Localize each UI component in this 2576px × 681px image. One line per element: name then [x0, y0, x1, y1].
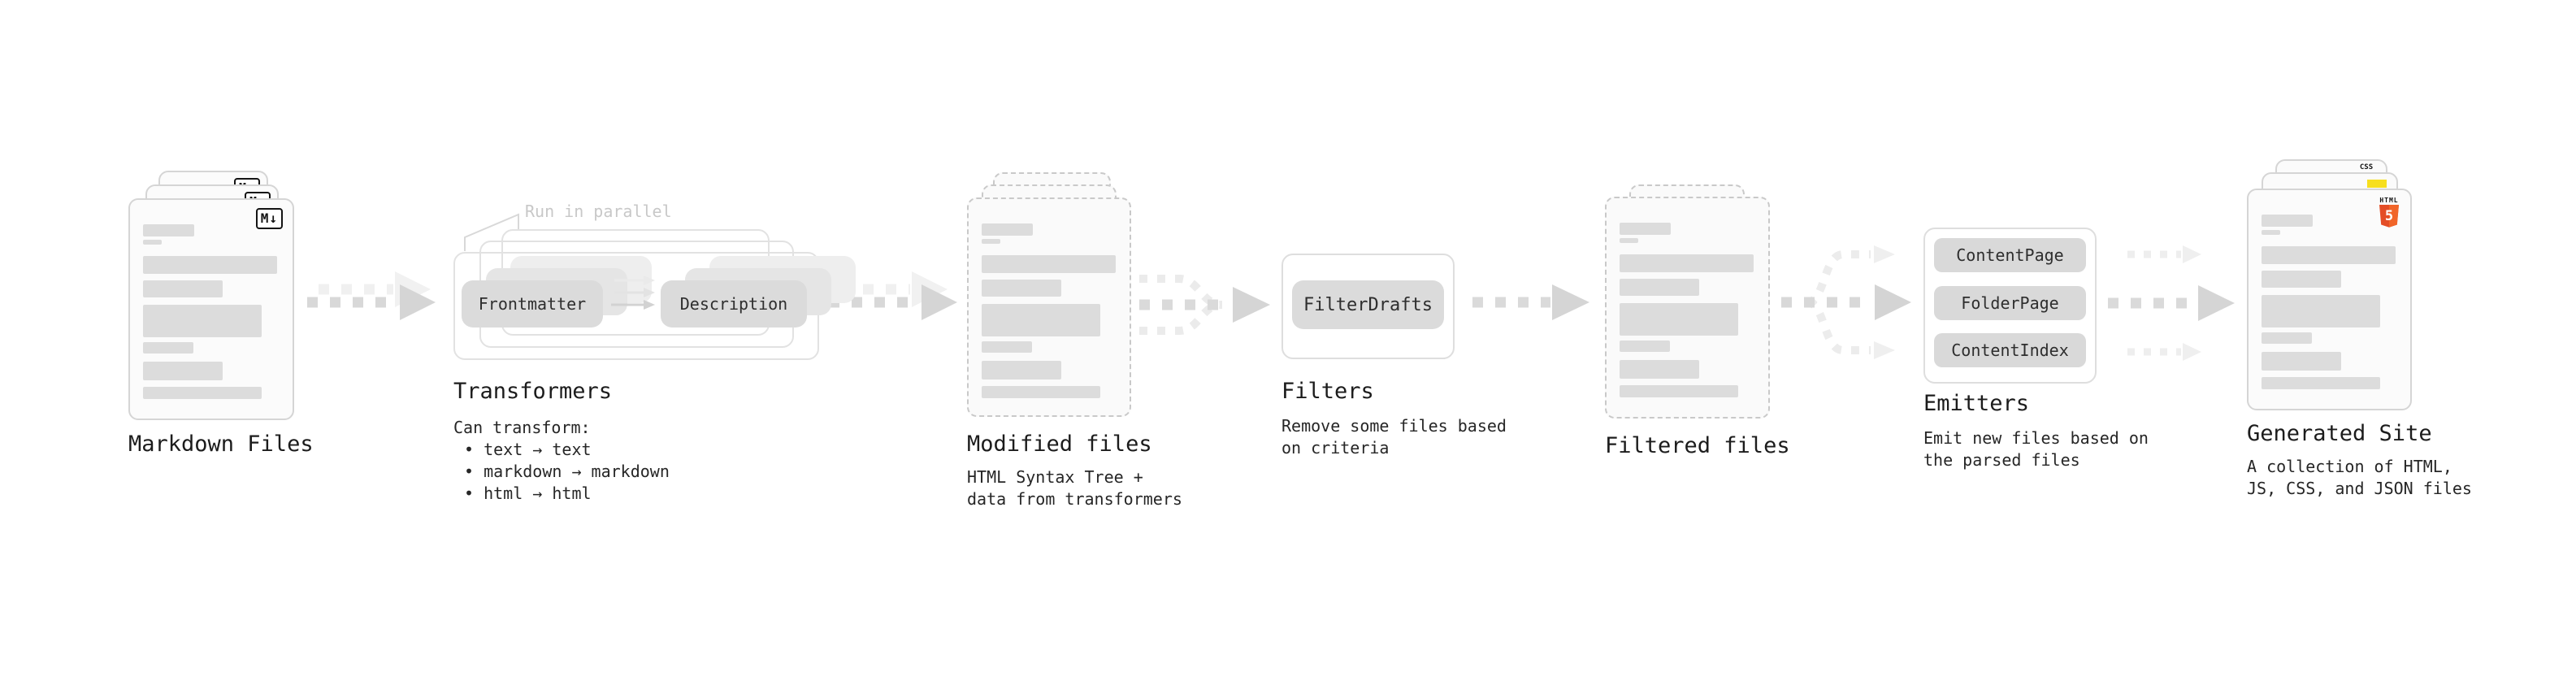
filters-sub-line: on criteria: [1281, 438, 1390, 458]
stage-filters: FilterDrafts Filters Remove some files b…: [1281, 254, 1507, 497]
skeleton-text-bar: [2262, 246, 2396, 264]
svg-text:5: 5: [2385, 208, 2393, 224]
skeleton-text-bar: [2262, 295, 2380, 327]
skeleton-text-bar: [1620, 340, 1670, 352]
skeleton-text-bar: [1620, 360, 1699, 379]
transformers-description: Can transform: • text → text • markdown …: [453, 417, 670, 505]
document-skeleton: [969, 199, 1130, 415]
skeleton-text-bar: [982, 386, 1100, 398]
filterdrafts-box: FilterDrafts: [1292, 280, 1444, 329]
skeleton-text-bar: [982, 361, 1061, 380]
skeleton-text-bar: [143, 256, 277, 274]
skeleton-text-bar: [1620, 254, 1754, 272]
document-skeleton: [2249, 190, 2410, 409]
site-sub-line: A collection of HTML,: [2247, 457, 2452, 476]
emitters-sub-line: the parsed files: [1923, 450, 2080, 470]
arrow-modified-to-filters-icon: [1139, 275, 1270, 335]
filters-description: Remove some files based on criteria: [1281, 415, 1507, 459]
markdown-icon: M↓: [255, 208, 283, 229]
filtered-file-card-front: [1605, 197, 1770, 419]
stage-filtered-files: Filtered files: [1605, 184, 1800, 510]
arrow-filters-to-filtered-icon: [1472, 284, 1589, 320]
stage-label-markdown-files: Markdown Files: [128, 432, 314, 457]
emitters-description: Emit new files based on the parsed files: [1923, 427, 2149, 471]
skeleton-text-bar: [982, 239, 1000, 244]
run-in-parallel-annotation: Run in parallel: [525, 202, 672, 221]
skeleton-text-bar: [982, 255, 1116, 273]
generated-site-description: A collection of HTML, JS, CSS, and JSON …: [2247, 456, 2472, 500]
bullet-html-to-html: • html → html: [464, 484, 592, 503]
transform-flow-arrows-icon: [611, 275, 655, 310]
skeleton-text-bar: [2262, 215, 2313, 227]
filters-sub-line: Remove some files based: [1281, 416, 1507, 436]
skeleton-text-bar: [2262, 271, 2341, 288]
skeleton-text-bar: [982, 280, 1061, 297]
arrow-transformers-to-modified-icon: [829, 271, 957, 320]
modified-sub-line: data from transformers: [967, 489, 1182, 509]
emitters-sub-line: Emit new files based on: [1923, 428, 2149, 448]
skeleton-text-bar: [143, 280, 223, 297]
skeleton-text-bar: [982, 223, 1033, 236]
stage-label-modified-files: Modified files: [967, 432, 1152, 457]
bullet-markdown-to-markdown: • markdown → markdown: [464, 462, 670, 481]
skeleton-text-bar: [1620, 279, 1699, 296]
stage-emitters: ContentPage FolderPage ContentIndex Emit…: [1923, 228, 2149, 496]
contentpage-box: ContentPage: [1934, 238, 2086, 272]
stage-label-filtered-files: Filtered files: [1605, 433, 1790, 458]
stage-label-generated-site: Generated Site: [2247, 421, 2432, 446]
skeleton-text-bar: [143, 387, 262, 399]
bullet-text-to-text: • text → text: [464, 440, 592, 459]
js-icon: [2367, 180, 2387, 188]
html5-icon: HTML 5: [2378, 197, 2400, 229]
skeleton-text-bar: [2262, 332, 2312, 344]
stage-label-filters: Filters: [1281, 379, 1374, 404]
skeleton-text-bar: [1620, 385, 1738, 397]
skeleton-text-bar: [2262, 377, 2380, 389]
skeleton-text-bar: [143, 240, 162, 245]
arrow-markdown-to-transformers-icon: [307, 271, 436, 320]
stage-generated-site: CSS HTML 5 Generated Site A collection o…: [2247, 159, 2472, 517]
description-box: Description: [661, 280, 807, 327]
arrow-filtered-to-emitters-icon: [1781, 245, 1911, 359]
stage-markdown-files: M↓ M↓ M↓ Markdown Files: [128, 171, 332, 512]
skeleton-text-bar: [143, 224, 194, 236]
frontmatter-box: Frontmatter: [462, 280, 603, 327]
skeleton-text-bar: [982, 341, 1032, 353]
skeleton-text-bar: [143, 362, 223, 380]
stage-transformers: Run in parallel Frontmatter Description …: [453, 198, 856, 540]
site-sub-line: JS, CSS, and JSON files: [2247, 479, 2472, 498]
can-transform-text: Can transform:: [453, 418, 591, 437]
modified-sub-line: HTML Syntax Tree +: [967, 467, 1143, 487]
skeleton-text-bar: [1620, 238, 1638, 243]
skeleton-text-bar: [143, 305, 262, 337]
modified-files-description: HTML Syntax Tree + data from transformer…: [967, 466, 1182, 510]
modified-file-card-front: [967, 197, 1131, 417]
stage-label-transformers: Transformers: [453, 379, 613, 404]
skeleton-text-bar: [1620, 223, 1671, 235]
skeleton-text-bar: [982, 304, 1100, 336]
folderpage-box: FolderPage: [1934, 286, 2086, 320]
document-skeleton: [1607, 198, 1768, 417]
site-file-card-html: HTML 5: [2247, 189, 2412, 410]
arrow-emitters-to-site-icon: [2108, 245, 2235, 361]
skeleton-text-bar: [143, 342, 193, 354]
markdown-file-card-front: M↓: [128, 198, 294, 420]
document-skeleton: [130, 200, 293, 419]
contentindex-box: ContentIndex: [1934, 333, 2086, 367]
skeleton-text-bar: [1620, 303, 1738, 336]
annotation-leader-line: [464, 213, 519, 251]
stage-modified-files: Modified files HTML Syntax Tree + data f…: [967, 172, 1182, 514]
skeleton-text-bar: [2262, 230, 2280, 235]
skeleton-text-bar: [2262, 352, 2341, 371]
stage-label-emitters: Emitters: [1923, 391, 2030, 416]
